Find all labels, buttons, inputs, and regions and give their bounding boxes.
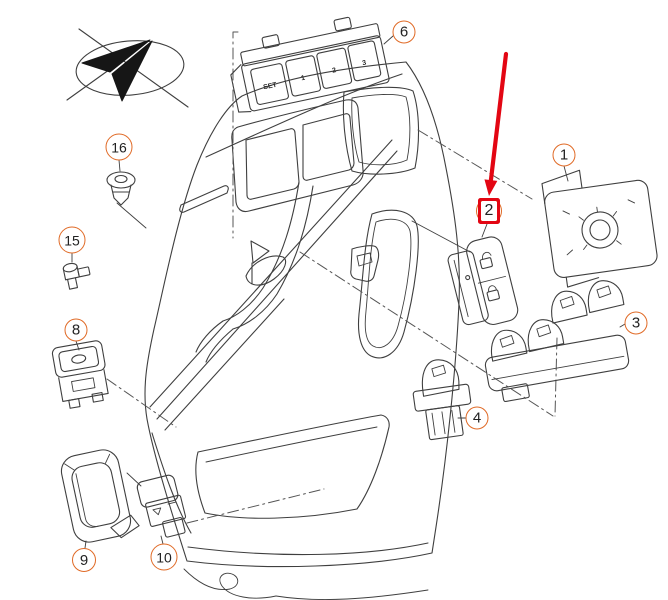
part-10-switch-drawing <box>136 474 187 538</box>
callout-part-16[interactable]: 16 <box>105 133 133 161</box>
callout-number: 9 <box>79 551 89 569</box>
callout-part-2[interactable]: 2 <box>476 198 502 224</box>
callout-number: 4 <box>472 409 482 427</box>
part-2-lock-switch-drawing <box>447 236 519 326</box>
memory-button-2-label: 2 <box>332 67 337 75</box>
memory-button-1-label: 1 <box>301 75 306 83</box>
callout-number: 16 <box>111 139 127 155</box>
door-panel-drawing <box>144 61 460 568</box>
callout-part-6[interactable]: 6 <box>392 20 416 44</box>
callout-part-10[interactable]: 10 <box>150 543 178 571</box>
callout-part-9[interactable]: 9 <box>72 548 96 572</box>
callout-number: 15 <box>64 232 80 248</box>
part-1-mirror-switch-drawing <box>541 169 658 288</box>
callout-number: 10 <box>156 549 172 565</box>
callout-part-15[interactable]: 15 <box>58 226 86 254</box>
highlight-arrow <box>484 51 509 196</box>
memory-button-3-label: 3 <box>362 60 367 68</box>
callout-number: 1 <box>559 146 569 164</box>
leader-lines <box>71 31 626 549</box>
paper-plane-logo-icon <box>66 28 189 108</box>
callout-part-3[interactable]: 3 <box>624 311 648 335</box>
callout-number: 6 <box>399 23 409 41</box>
callout-number: 8 <box>71 321 81 339</box>
callout-part-8[interactable]: 8 <box>64 318 88 342</box>
bottom-swoosh-watermark <box>183 568 429 600</box>
part-9-handle-bezel-drawing <box>60 449 140 543</box>
part-16-clip-drawing <box>106 171 136 206</box>
callout-number: 2 <box>484 202 494 219</box>
callout-part-1[interactable]: 1 <box>552 143 576 167</box>
callout-part-4[interactable]: 4 <box>465 406 489 430</box>
part-4-window-switch-drawing <box>412 359 472 441</box>
part-3-window-switch-panel-drawing <box>484 280 630 403</box>
part-15-fastener-drawing <box>62 262 91 290</box>
callout-number: 3 <box>631 314 641 332</box>
part-6-memory-switch-drawing: SET 1 2 3 <box>230 16 390 113</box>
memory-button-set-label: SET <box>263 82 278 92</box>
part-8-switch-drawing <box>51 340 109 409</box>
